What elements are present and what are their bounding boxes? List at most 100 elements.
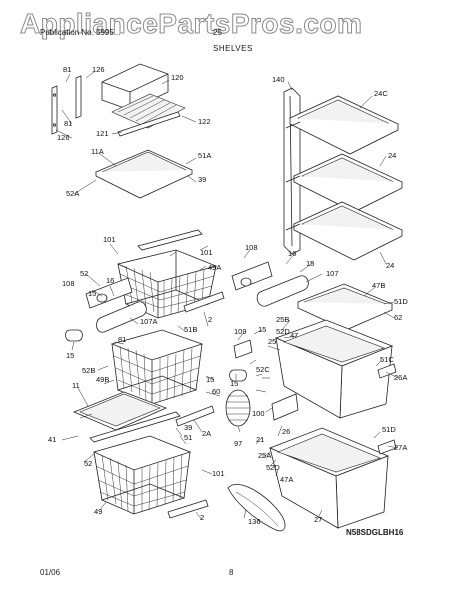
publication-number: Publication No. 5995... xyxy=(40,28,121,37)
label-51D-b: 51D xyxy=(382,425,396,434)
label-16-a: 16 xyxy=(106,276,114,285)
label-11: 11 xyxy=(72,381,80,390)
drawer-47A xyxy=(268,427,390,529)
label-49B: 49B xyxy=(96,375,109,384)
bracket-108-right xyxy=(231,261,273,291)
label-2A: 2A xyxy=(202,429,211,438)
bulb-15-left xyxy=(65,329,83,342)
label-49A: 49A xyxy=(208,263,221,272)
label-51B: 51B xyxy=(184,325,197,334)
label-140: 140 xyxy=(272,75,285,84)
leader-lines xyxy=(55,71,399,521)
label-101-c: 101 xyxy=(212,469,225,478)
footer-date: 01/06 xyxy=(40,568,61,577)
header-number: 25 xyxy=(213,28,222,37)
label-52A: 52A xyxy=(66,189,79,198)
label-2-b: 2 xyxy=(200,513,204,522)
label-26: 26 xyxy=(282,427,290,436)
diagram-code: N58SDGLBH16 xyxy=(346,528,404,537)
label-108-b: 108 xyxy=(245,243,258,252)
label-47A: 47A xyxy=(280,475,293,484)
label-81-b: 81 xyxy=(64,119,72,128)
shelf-supports xyxy=(285,121,301,231)
label-97: 97 xyxy=(234,439,242,448)
label-24-b: 24 xyxy=(386,261,394,270)
label-16-b: 16 xyxy=(288,249,296,258)
label-51C: 51C xyxy=(380,355,394,364)
drawer-cover-120 xyxy=(101,63,186,129)
rail-26A xyxy=(377,363,397,379)
label-15-e: 15 xyxy=(258,325,266,334)
cover-100 xyxy=(271,393,299,421)
bulb-15-right xyxy=(229,369,247,382)
cover-107A xyxy=(96,301,147,333)
label-109: 109 xyxy=(234,327,247,336)
label-41: 41 xyxy=(48,435,56,444)
wire-basket-49 xyxy=(89,411,192,515)
label-52-b: 52 xyxy=(84,459,92,468)
part-labels: 81 126 120 126 81 121 122 11A 51A 52A 39… xyxy=(48,65,408,526)
label-122: 122 xyxy=(198,117,211,126)
label-120: 120 xyxy=(171,73,184,82)
label-11A: 11A xyxy=(91,147,104,156)
divider-2-upper xyxy=(183,291,225,313)
switch-109 xyxy=(233,339,253,359)
shelf-24C xyxy=(289,95,399,155)
label-2-a: 2 xyxy=(208,315,212,324)
divider-2A xyxy=(175,405,215,427)
drawer-47 xyxy=(274,319,394,419)
label-107A: 107A xyxy=(140,317,158,326)
label-100: 100 xyxy=(252,409,265,418)
shelf-11A xyxy=(95,149,193,199)
bracket-126-left xyxy=(51,85,58,135)
section-title: SHELVES xyxy=(213,44,253,53)
label-26A: 26A xyxy=(394,373,407,382)
label-39-b: 39 xyxy=(184,423,192,432)
label-52-a: 52 xyxy=(80,269,88,278)
label-27A: 27A xyxy=(394,443,407,452)
label-101-b: 101 xyxy=(200,248,213,257)
label-107: 107 xyxy=(326,269,339,278)
bracket-108-left xyxy=(85,277,133,309)
rail-27A xyxy=(377,439,397,455)
label-81-c: 81 xyxy=(118,335,126,344)
label-62: 62 xyxy=(394,313,402,322)
label-52C: 52C xyxy=(256,365,270,374)
shelf-11 xyxy=(72,391,168,431)
cover-107 xyxy=(256,275,309,307)
label-39-a: 39 xyxy=(198,175,206,184)
cap-136 xyxy=(227,483,286,532)
label-15-b: 15 xyxy=(66,351,74,360)
label-25B: 25B xyxy=(276,315,289,324)
label-15-a: 15 xyxy=(88,289,96,298)
label-60: 60 xyxy=(212,387,220,396)
label-101-a: 101 xyxy=(103,235,116,244)
bracket-126-right xyxy=(75,75,82,119)
label-121: 121 xyxy=(96,129,109,138)
label-24-a: 24 xyxy=(388,151,396,160)
label-108-a: 108 xyxy=(62,279,75,288)
shelf-47B xyxy=(296,283,394,331)
label-52D-a: 52D xyxy=(276,327,290,336)
footer-page-number: 8 xyxy=(229,568,234,577)
rail-121-122 xyxy=(117,111,181,137)
label-15-c: 15 xyxy=(206,375,214,384)
label-47: 47 xyxy=(290,331,298,340)
label-126-b: 126 xyxy=(57,133,70,142)
label-51: 51 xyxy=(184,433,192,442)
label-126-a: 126 xyxy=(92,65,105,74)
coil-97 xyxy=(225,389,251,427)
label-27: 27 xyxy=(314,515,322,524)
label-25A: 25A xyxy=(258,451,271,460)
label-49: 49 xyxy=(94,507,102,516)
label-136: 136 xyxy=(248,517,261,526)
label-21: 21 xyxy=(256,435,264,444)
label-47B: 47B xyxy=(372,281,385,290)
label-52D-b: 52D xyxy=(266,463,280,472)
divider-2-lower xyxy=(167,499,209,519)
label-15-f: 15 xyxy=(230,379,238,388)
label-81-a: 81 xyxy=(63,65,71,74)
shelf-24-upper xyxy=(293,153,403,213)
label-24C: 24C xyxy=(374,89,388,98)
